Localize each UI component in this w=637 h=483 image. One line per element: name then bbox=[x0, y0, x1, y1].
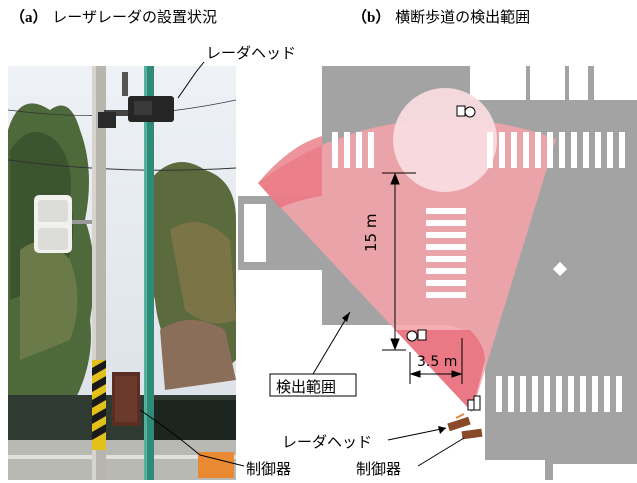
distance-3-5m-label: 3.5 m bbox=[417, 354, 458, 370]
panel-b-title-text: 横断歩道の検出範囲 bbox=[395, 8, 531, 26]
radar-head-pointer-b bbox=[387, 427, 447, 441]
radar-head-pointer-a bbox=[177, 61, 205, 99]
controller-pointer-a bbox=[139, 409, 245, 467]
radar-head-label-b: レーダヘッド bbox=[282, 433, 373, 451]
distance-15m-label: 15 m bbox=[362, 213, 380, 252]
radar-head-icon-b bbox=[467, 395, 481, 411]
controller-label-a: 制御器 bbox=[246, 460, 292, 478]
controller-icon-b bbox=[447, 413, 483, 440]
radar-head-label-a: レーダヘッド bbox=[206, 44, 297, 62]
hazard-stripes bbox=[92, 360, 106, 450]
panel-a-title-text: レーザレーダの設置状況 bbox=[52, 8, 217, 26]
dimension-15m bbox=[382, 172, 416, 351]
tree-left bbox=[8, 103, 94, 421]
pedestrian-signal-icon-bottom bbox=[406, 329, 427, 342]
detection-circle bbox=[393, 88, 497, 192]
crosswalk-top-right bbox=[487, 132, 625, 168]
panel-a-letter: （a） bbox=[10, 10, 48, 26]
intersection-diagram bbox=[238, 66, 637, 480]
detection-range-pointer bbox=[312, 311, 351, 375]
crosswalk-center bbox=[426, 208, 466, 298]
panel-b-title: （b） 横断歩道の検出範囲 bbox=[352, 6, 530, 27]
radar-head-device bbox=[98, 72, 174, 128]
controller-label-b: 制御器 bbox=[356, 460, 402, 478]
detection-range-label: 検出範囲 bbox=[276, 378, 337, 396]
pedestrian-signal-icon-top bbox=[456, 105, 476, 118]
controller-pointer-b bbox=[417, 437, 465, 467]
detection-zone bbox=[258, 119, 556, 412]
detection-zone-left-lobe bbox=[258, 136, 322, 208]
crosswalk-top-left bbox=[332, 132, 374, 168]
tree-right bbox=[146, 162, 236, 390]
crosswalk-bottom-right bbox=[496, 376, 622, 412]
installation-photo bbox=[8, 66, 236, 480]
pedestrian-signal bbox=[34, 195, 92, 253]
controller-box bbox=[112, 372, 140, 426]
panel-b-letter: （b） bbox=[352, 10, 391, 26]
dimension-3-5m bbox=[409, 338, 463, 384]
diamond-marker bbox=[552, 261, 568, 277]
panel-a-title: （a） レーザレーダの設置状況 bbox=[10, 6, 217, 27]
